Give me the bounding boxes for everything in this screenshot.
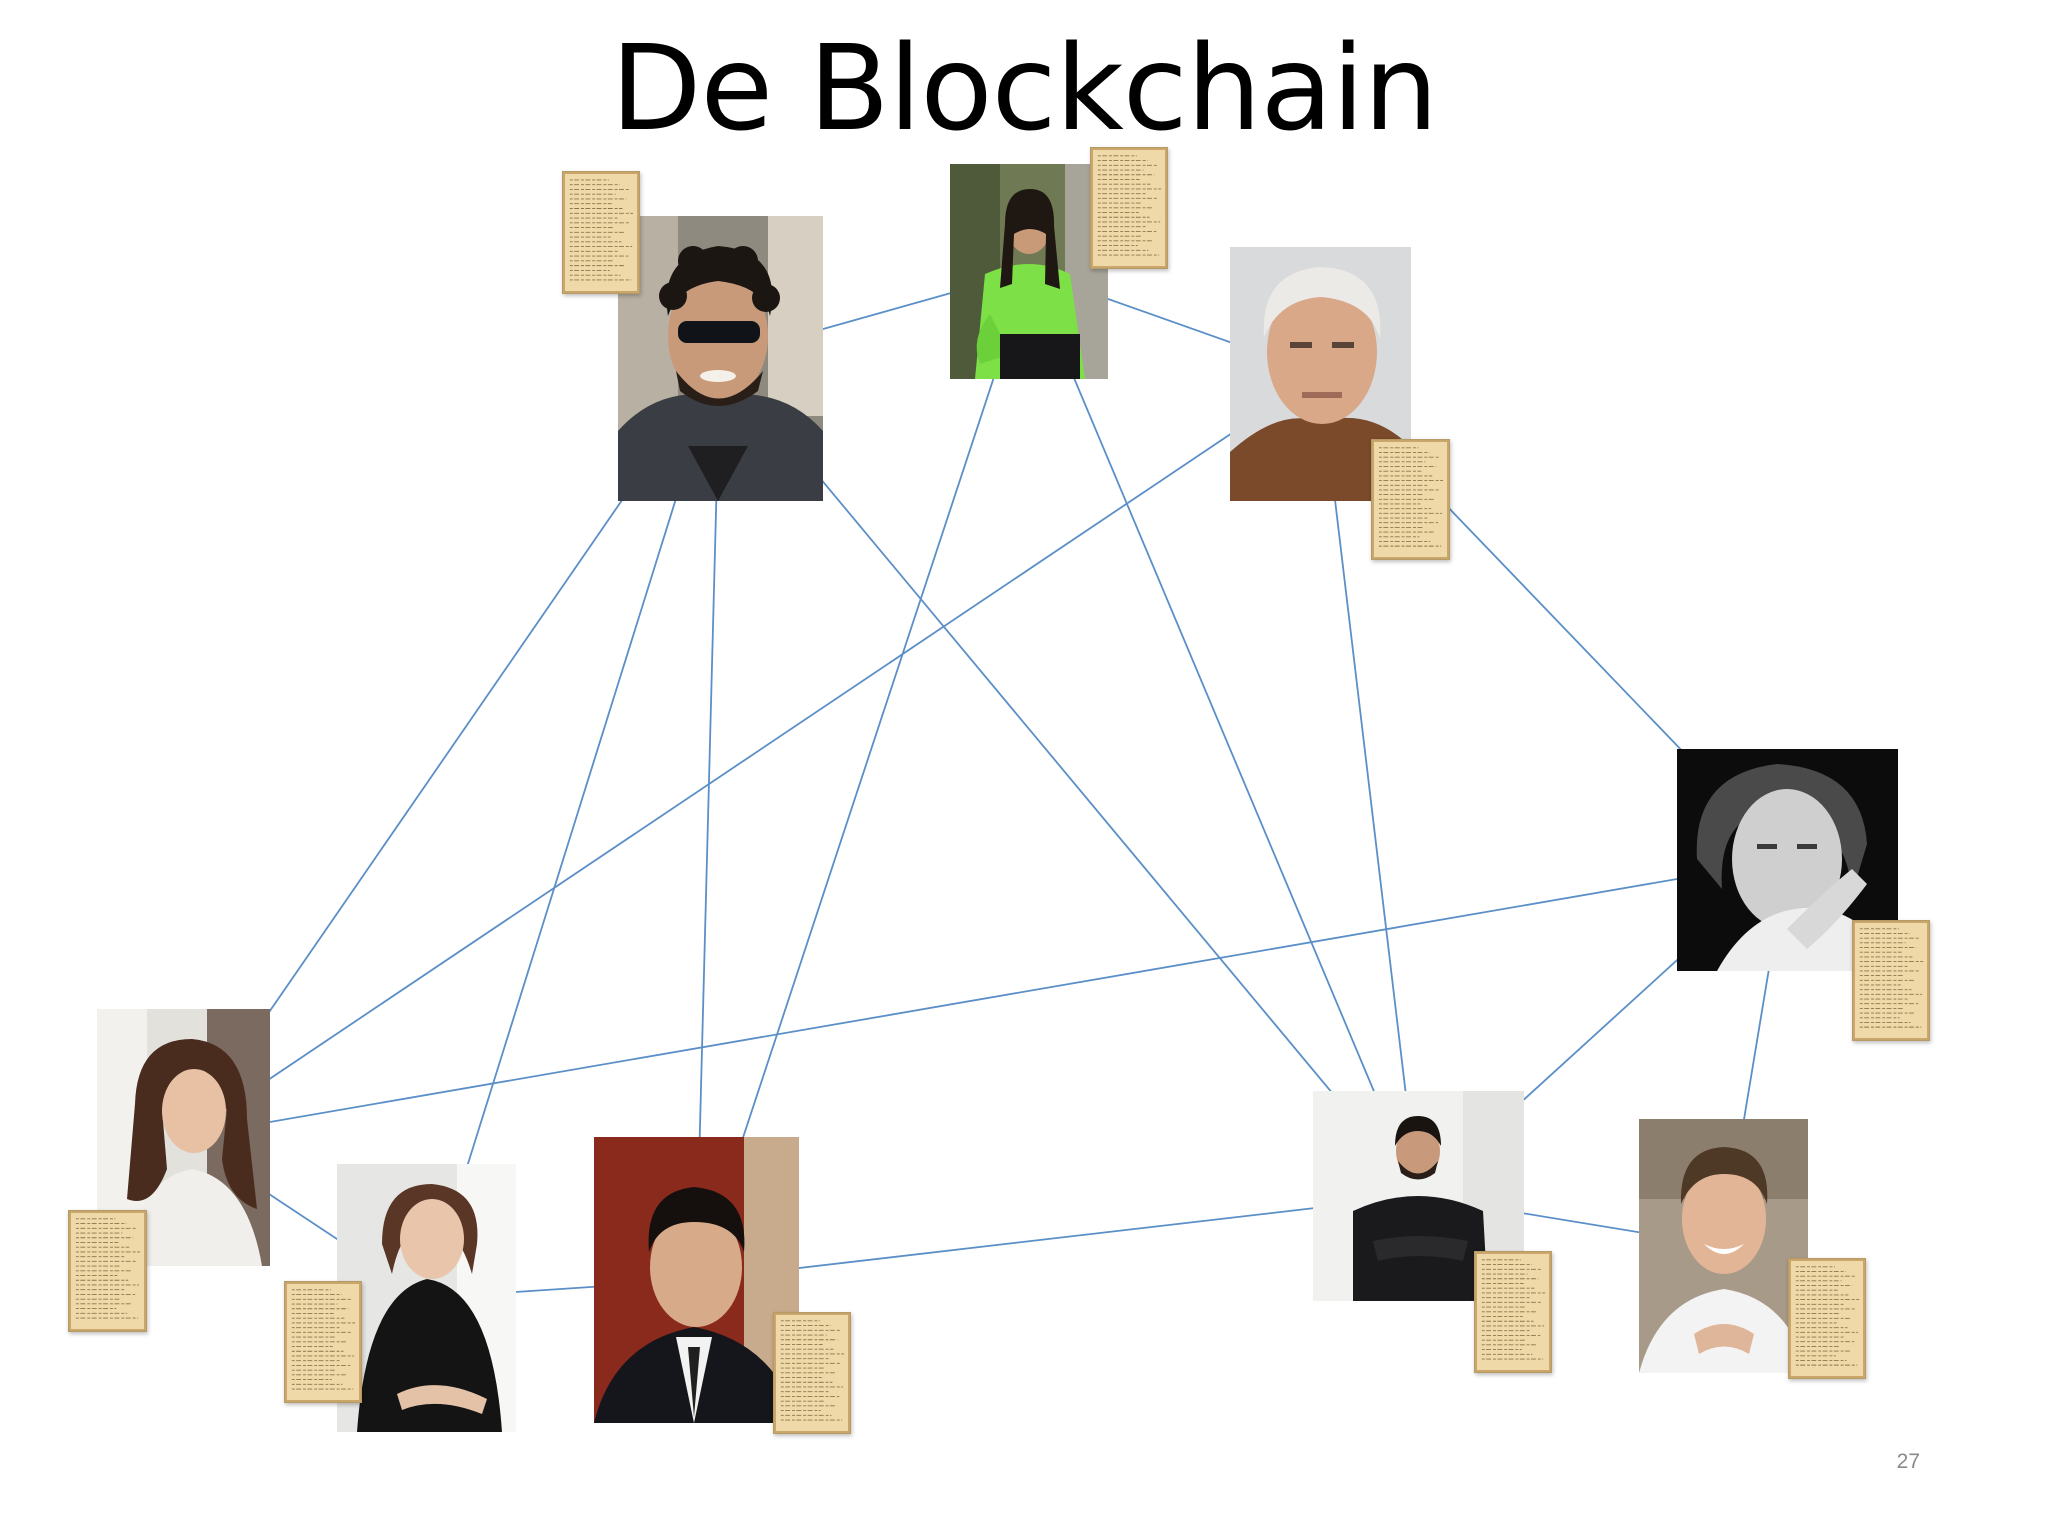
ledger-document-bw-woman-hand-chin	[1852, 920, 1930, 1041]
slide-title: De Blockchain	[610, 19, 1439, 157]
ledger-document-long-hair-woman	[68, 1210, 147, 1332]
edge-suit-man-to-black-sweater-man	[695, 1195, 1419, 1281]
edge-bw-woman-hand-chin-to-long-hair-woman	[182, 859, 1788, 1138]
person-photo-curly-sunglasses-man	[618, 216, 823, 501]
edge-curly-sunglasses-man-to-suit-man	[695, 357, 721, 1281]
edge-green-shirt-woman-to-suit-man	[695, 270, 1030, 1281]
person-photo-black-dress-woman	[337, 1164, 516, 1432]
ledger-document-suit-man	[773, 1312, 851, 1434]
edge-curly-sunglasses-man-to-black-dress-woman	[425, 357, 721, 1299]
ledger-document-grey-haired-man	[1371, 439, 1450, 560]
person-photo-green-shirt-woman	[950, 164, 1108, 379]
ledger-document-green-shirt-woman	[1090, 147, 1168, 269]
person-photo-suit-man	[594, 1137, 799, 1423]
ledger-document-black-sweater-man	[1474, 1251, 1552, 1373]
edge-grey-haired-man-to-black-sweater-man	[1319, 373, 1419, 1197]
edge-curly-sunglasses-man-to-black-sweater-man	[719, 357, 1419, 1197]
person-photo-smiling-man	[1639, 1119, 1808, 1373]
ledger-document-smiling-man	[1788, 1258, 1866, 1379]
edge-green-shirt-woman-to-black-sweater-man	[1028, 270, 1419, 1197]
page-number: 27	[1896, 1450, 1920, 1473]
edge-grey-haired-man-to-long-hair-woman	[182, 373, 1321, 1138]
person-photo-long-hair-woman	[97, 1009, 270, 1266]
ledger-document-curly-sunglasses-man	[562, 171, 640, 294]
ledger-document-black-dress-woman	[284, 1281, 362, 1403]
